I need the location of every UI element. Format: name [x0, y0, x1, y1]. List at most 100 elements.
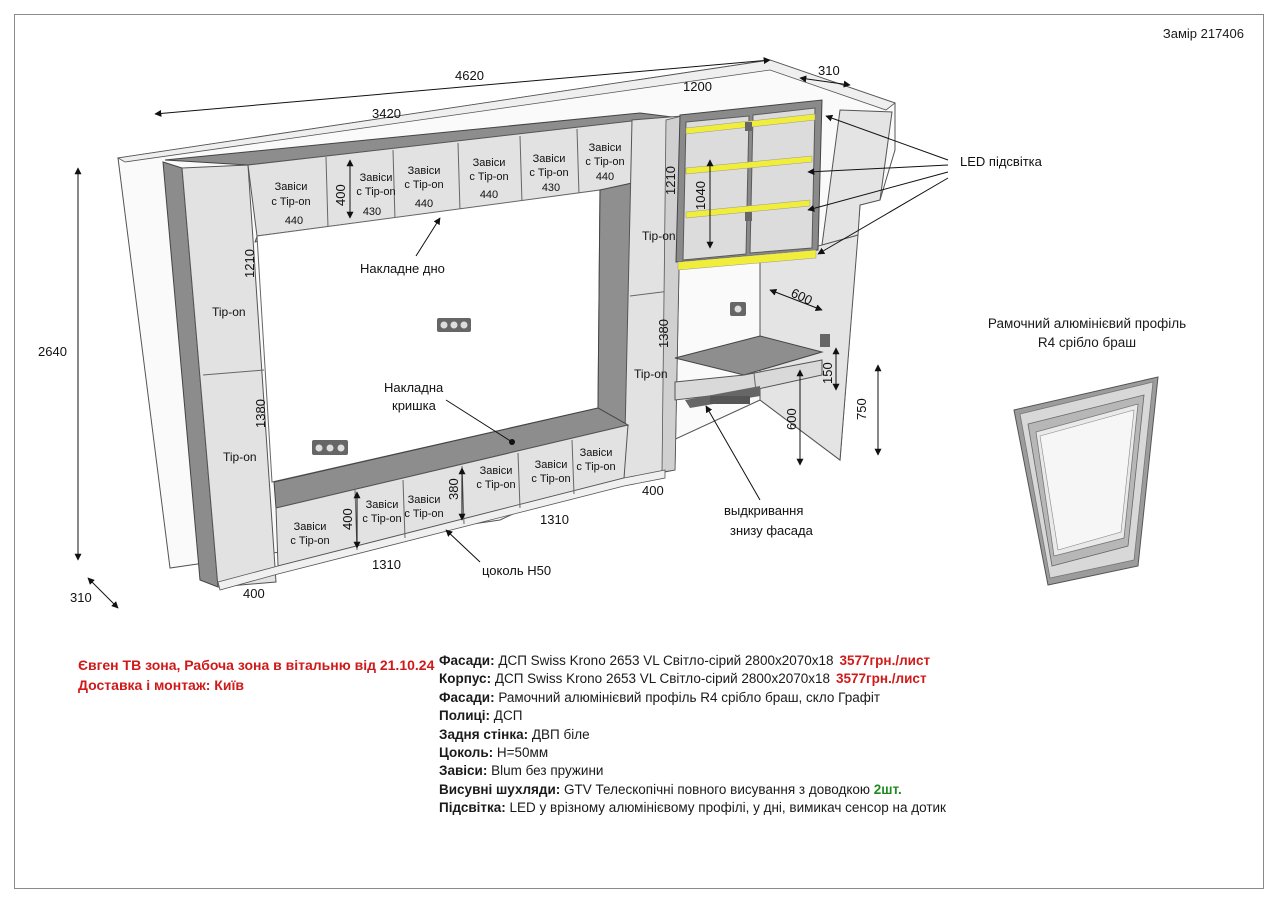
spec-value: GTV Телескопічні повного висування з дов…	[560, 781, 871, 797]
tipon-label: Tip-on	[223, 450, 257, 464]
bottom-overlay-label: Накладне дно	[360, 261, 445, 276]
dim-1200: 1200	[683, 79, 712, 94]
spec-key: Полиці:	[439, 708, 491, 724]
dim-1040: 1040	[693, 181, 708, 210]
dim-1210-center: 1210	[663, 166, 678, 195]
dim-400-mid: 400	[642, 483, 664, 498]
width-label: 440	[285, 215, 303, 227]
hinge-label: Завіси	[473, 157, 506, 169]
dim-150: 150	[820, 362, 835, 384]
glass-left	[682, 115, 750, 261]
hinge-label: с Tip-on	[576, 461, 615, 473]
opening-label: выдкривання	[724, 503, 803, 518]
hinge-label: Завіси	[360, 172, 393, 184]
hinge-label: с Tip-on	[290, 535, 329, 547]
lid-label: Накладна	[384, 380, 444, 395]
spec-row: Підсвітка: LED у врізному алюмінієвому п…	[439, 799, 946, 817]
hinge-label: с Tip-on	[356, 186, 395, 198]
spec-value: ДСП	[490, 708, 523, 724]
client-line: Євген ТВ зона, Рабоча зона в вітальню ві…	[78, 657, 435, 673]
tipon-label: Tip-on	[634, 367, 668, 381]
spec-value: Рамочний алюмінієвий профіль R4 срібло б…	[494, 689, 881, 705]
aluminum-frame-sample	[1013, 376, 1159, 586]
hinge-label: Завіси	[366, 499, 399, 511]
socket-desk	[730, 302, 746, 316]
hinge-label: с Tip-on	[531, 473, 570, 485]
dim-750: 750	[854, 398, 869, 420]
dim-400-top: 400	[333, 184, 348, 206]
profile-caption-line: R4 срібло браш	[1037, 335, 1137, 350]
bottom-plinth	[217, 469, 666, 591]
hinge-label: с Tip-on	[362, 513, 401, 525]
led-strip-4	[677, 249, 817, 271]
spec-list: Фасади: ДСП Swiss Krono 2653 VL Світло-с…	[439, 652, 946, 818]
spec-key: Висувні шухляди:	[439, 781, 561, 797]
spec-row: Задня стінка: ДВП біле	[439, 726, 946, 744]
quantity-tag: 2шт.	[873, 781, 902, 797]
spec-row: Цоколь: Н=50мм	[439, 744, 946, 762]
dim-3420: 3420	[372, 106, 401, 121]
right-wall-upper	[821, 109, 893, 246]
hinge-label: Завіси	[294, 521, 327, 533]
dim-1310-mid: 1310	[540, 512, 569, 527]
socket-under-desk	[710, 396, 750, 404]
desk-top	[674, 335, 824, 376]
dim-400-bottom-cab: 400	[340, 508, 355, 530]
hinge-label: с Tip-on	[529, 167, 568, 179]
socket-side	[820, 334, 830, 347]
socket-bottom	[312, 440, 348, 455]
spec-value: Н=50мм	[493, 745, 549, 761]
spec-value: ДСП Swiss Krono 2653 VL Світло-сірий 280…	[491, 671, 830, 687]
width-label: 440	[415, 198, 433, 210]
plinth-label: цоколь Н50	[482, 563, 551, 578]
spec-value: Blum без пружини	[487, 763, 604, 779]
spec-key: Завіси:	[439, 763, 488, 779]
spec-key: Задня стінка:	[439, 726, 529, 742]
led-strip-2	[685, 155, 813, 175]
glass-right	[749, 107, 816, 254]
width-label: 430	[363, 206, 381, 218]
led-label: LED підсвітка	[960, 154, 1043, 169]
tipon-label: Tip-on	[642, 229, 676, 243]
drawing-frame	[14, 14, 1264, 889]
dim-310-bottom: 310	[70, 590, 92, 605]
center-cabinet-side	[661, 115, 683, 473]
price-tag: 3577грн./лист	[836, 671, 927, 687]
spec-key: Корпус:	[439, 671, 492, 687]
spec-value: ДВП біле	[528, 726, 590, 742]
dim-1380-center: 1380	[656, 319, 671, 348]
spec-row: Фасади: Рамочний алюмінієвий профіль R4 …	[439, 689, 946, 707]
hinge-label: Завіси	[408, 165, 441, 177]
hinge-label: Завіси	[533, 153, 566, 165]
hinge-label: с Tip-on	[585, 156, 624, 168]
hinge-label: Завіси	[480, 465, 513, 477]
hinge-label: с Tip-on	[404, 179, 443, 191]
spec-key: Фасади:	[439, 689, 495, 705]
socket-tv	[437, 318, 471, 332]
hinge-label: Завіси	[580, 447, 613, 459]
client-info: Євген ТВ зона, Рабоча зона в вітальню ві…	[78, 655, 434, 695]
spec-row: Фасади: ДСП Swiss Krono 2653 VL Світло-с…	[439, 652, 946, 670]
spec-key: Цоколь:	[439, 745, 494, 761]
hinge-label: с Tip-on	[476, 479, 515, 491]
spec-row: Висувні шухляди: GTV Телескопічні повног…	[439, 781, 946, 799]
profile-caption: Рамочний алюмінієвий профіль R4 срібло б…	[965, 314, 1209, 352]
width-label: 440	[596, 171, 614, 183]
spec-row: Корпус: ДСП Swiss Krono 2653 VL Світло-с…	[439, 670, 946, 688]
hinge-label: Завіси	[535, 459, 568, 471]
dim-600-vert: 600	[784, 408, 799, 430]
dim-310-top: 310	[818, 63, 840, 78]
order-number: Замір 217406	[1162, 26, 1244, 41]
spec-row: Полиці: ДСП	[439, 707, 946, 725]
desk-front	[674, 359, 823, 401]
spec-key: Фасади:	[439, 653, 495, 668]
opening-label: знизу фасада	[730, 523, 814, 538]
hinge-label: с Tip-on	[469, 171, 508, 183]
price-tag: 3577грн./лист	[839, 653, 931, 668]
spec-key: Підсвітка:	[439, 800, 506, 816]
lid-label: кришка	[392, 398, 437, 413]
hinge-label: Завіси	[275, 181, 308, 193]
hinge-label: Завіси	[408, 494, 441, 506]
spec-value: ДСП Swiss Krono 2653 VL Світло-сірий 280…	[494, 653, 834, 668]
dim-2640: 2640	[38, 344, 67, 359]
